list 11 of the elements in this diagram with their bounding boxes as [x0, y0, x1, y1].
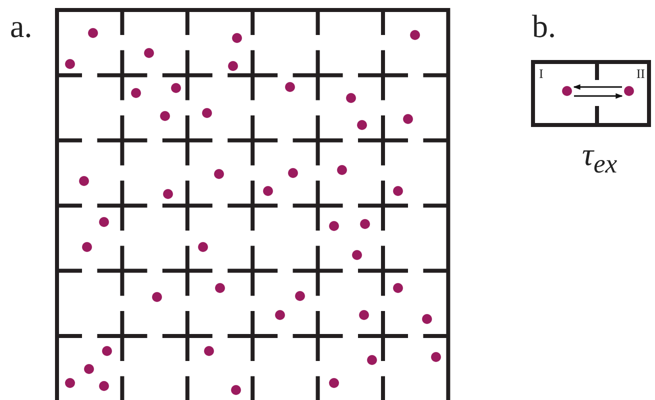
compartment	[531, 60, 597, 127]
particle-dot	[624, 86, 634, 96]
compartment-label: I	[539, 66, 544, 82]
panel-label: a.	[10, 10, 32, 42]
time-constant-label: τ$_{ex}$	[582, 138, 618, 178]
exchange-arrow	[573, 84, 622, 90]
compartment-label: II	[636, 66, 645, 82]
particle-dot	[562, 86, 572, 96]
panel-label: b.	[532, 10, 556, 42]
exchange-arrow	[574, 93, 623, 99]
compartment	[597, 60, 651, 127]
